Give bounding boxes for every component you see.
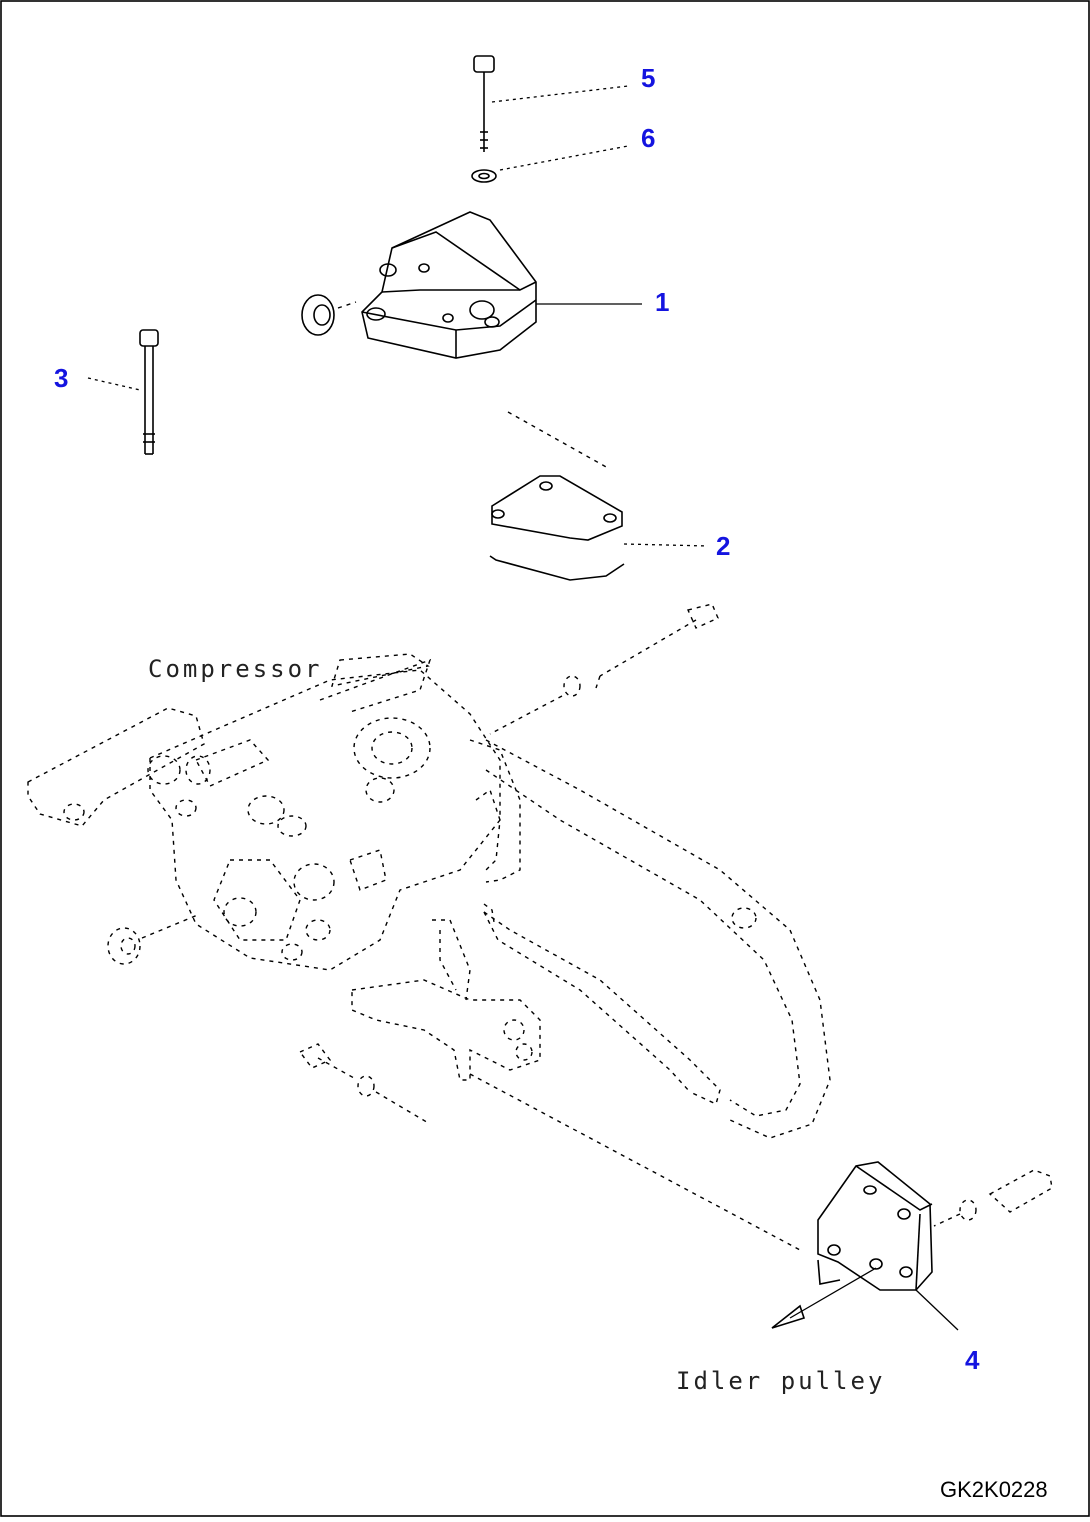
part-4-bracket bbox=[771, 1161, 1053, 1329]
leader-3 bbox=[87, 377, 141, 391]
part-2-plate bbox=[489, 475, 625, 581]
leader-4 bbox=[915, 1289, 959, 1331]
callout-3: 3 bbox=[54, 363, 69, 393]
leader-6 bbox=[499, 145, 629, 171]
leader-2 bbox=[623, 543, 709, 547]
label-compressor: Compressor bbox=[148, 655, 323, 683]
part-5-bolt bbox=[473, 55, 495, 152]
drawing-code: GK2K0228 bbox=[940, 1477, 1048, 1502]
part-1-bracket bbox=[301, 211, 537, 359]
alignment-line-1-2 bbox=[507, 411, 609, 469]
label-idler-pulley: Idler pulley bbox=[676, 1367, 886, 1395]
callout-5: 5 bbox=[641, 63, 656, 93]
part-6-washer bbox=[471, 169, 497, 183]
compressor-assembly bbox=[27, 603, 831, 1251]
callout-4: 4 bbox=[965, 1345, 980, 1375]
leader-5 bbox=[491, 85, 629, 103]
part-3-bolt bbox=[139, 329, 159, 455]
callout-1: 1 bbox=[655, 287, 670, 317]
callout-6: 6 bbox=[641, 123, 656, 153]
callout-2: 2 bbox=[716, 531, 731, 561]
